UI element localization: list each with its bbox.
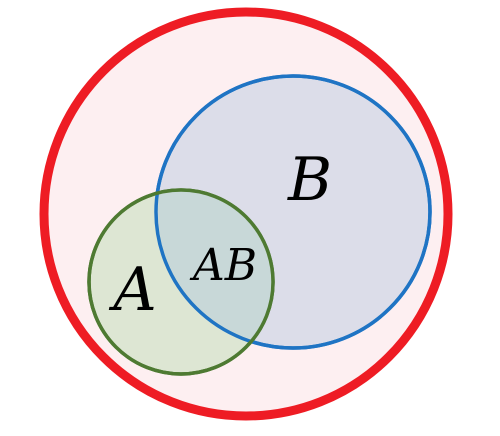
intersection-label: AB	[189, 240, 257, 291]
overlap-region	[158, 190, 273, 346]
set-b-label: B	[287, 145, 332, 215]
set-b-outline	[154, 74, 432, 350]
set-a-label: A	[108, 255, 156, 325]
set-a-outline	[87, 188, 275, 376]
